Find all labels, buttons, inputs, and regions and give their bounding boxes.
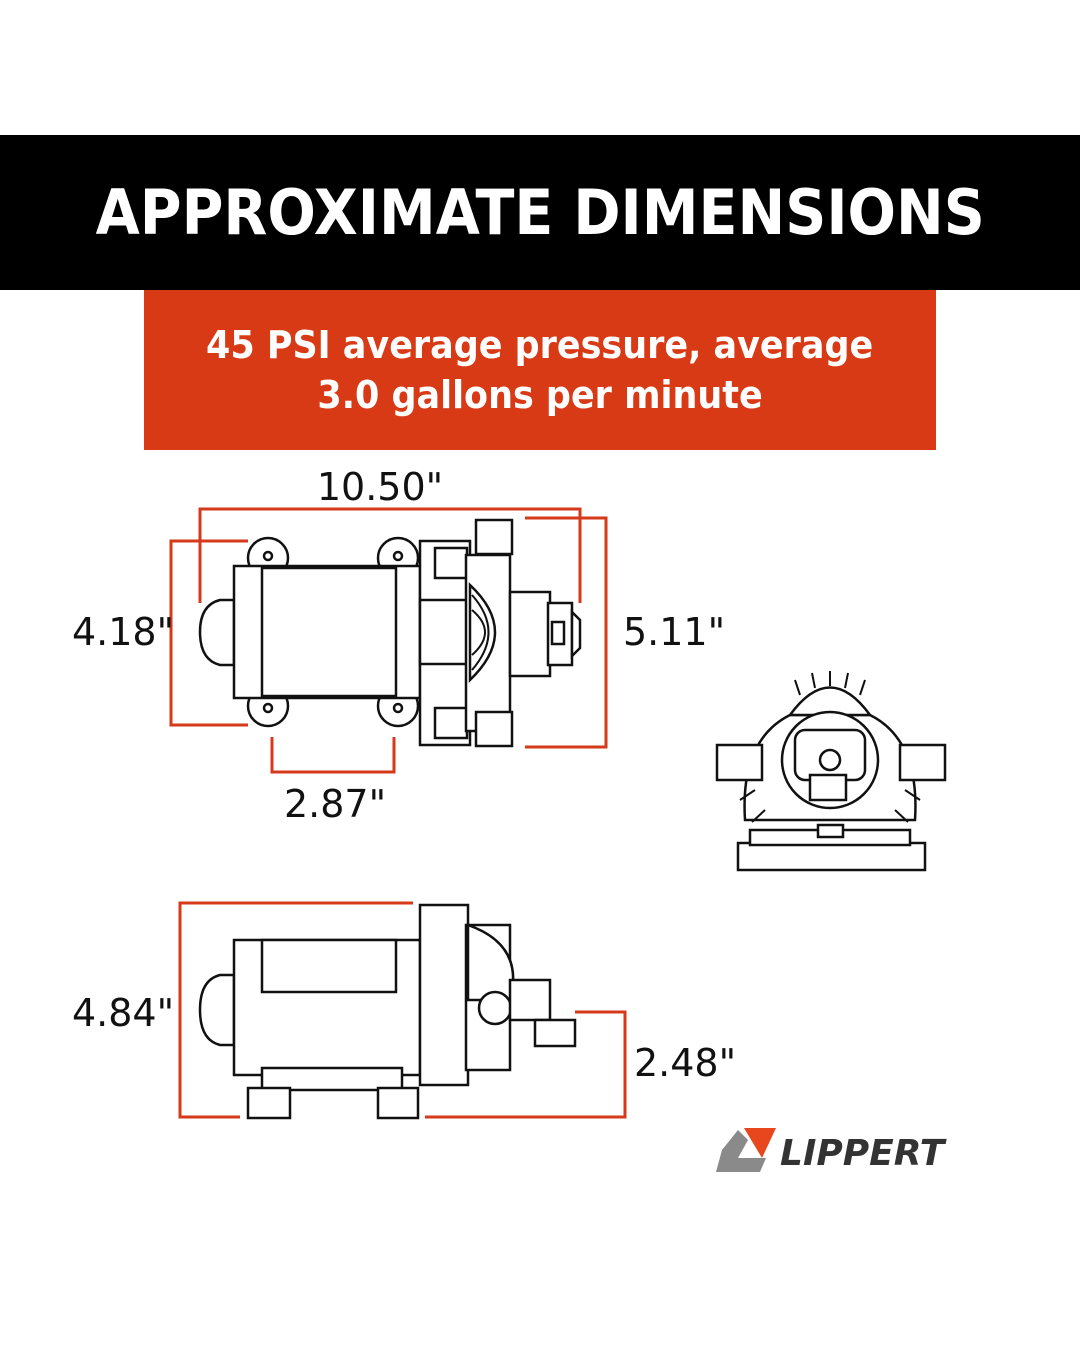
spec-banner: 45 PSI average pressure, average 3.0 gal…	[144, 290, 936, 450]
pump-side-view	[198, 903, 577, 1120]
dimension-width-left-label: 4.18"	[72, 610, 174, 654]
dimension-lines	[169, 507, 627, 1119]
dimension-mount-spacing-label: 2.87"	[284, 782, 386, 826]
spec-line-1: 45 PSI average pressure, average	[206, 323, 874, 367]
dimension-height-label: 4.84"	[72, 991, 174, 1035]
page-title: APPROXIMATE DIMENSIONS	[95, 176, 985, 249]
spec-line-2: 3.0 gallons per minute	[317, 373, 763, 417]
dimension-width-right-label: 5.11"	[623, 610, 725, 654]
dimension-length-label: 10.50"	[317, 465, 443, 509]
lippert-logo: LIPPERT	[716, 1128, 947, 1174]
pump-top-view	[198, 518, 582, 748]
title-banner: APPROXIMATE DIMENSIONS	[0, 135, 1080, 290]
logo-wordmark: LIPPERT	[780, 1133, 947, 1174]
pump-front-view	[715, 671, 947, 872]
dimension-outlet-height-label: 2.48"	[634, 1041, 736, 1085]
